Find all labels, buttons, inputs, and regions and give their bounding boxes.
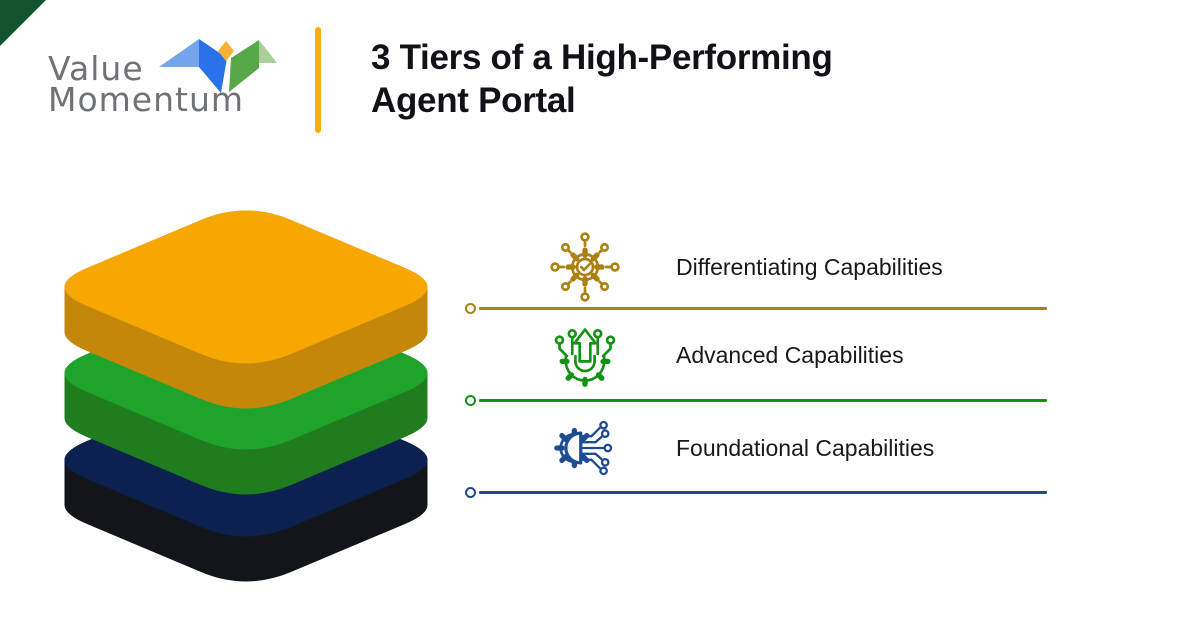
corner-accent-triangle: [0, 0, 46, 46]
tier-rule-line: [479, 399, 1047, 402]
gear-up-arrow-icon: [554, 328, 616, 387]
tier-rule-line: [479, 307, 1047, 310]
tier-rule-differentiating: [465, 303, 1047, 314]
logo-light-green-triangle: [259, 40, 277, 63]
tier-rule-ring: [465, 303, 476, 314]
tier-rule-ring: [465, 487, 476, 498]
page-title-line1: 3 Tiers of a High-Performing: [371, 38, 833, 77]
tier-rule-foundational: [465, 487, 1047, 498]
brand-wordmark: Value Momentum: [48, 49, 245, 119]
brand-wordmark-line1: Value: [48, 49, 144, 88]
tier-rule-line: [479, 491, 1047, 494]
tier-label-advanced: Advanced Capabilities: [676, 342, 904, 368]
tier-rule-advanced: [465, 395, 1047, 406]
tier-stack-illustration: [64, 210, 428, 582]
page-title-line2: Agent Portal: [371, 81, 576, 120]
tier-label-differentiating: Differentiating Capabilities: [676, 254, 943, 280]
tier-rule-ring: [465, 395, 476, 406]
page-title: 3 Tiers of a High-Performing Agent Porta…: [371, 36, 833, 122]
header-divider: [315, 27, 321, 133]
logo-green-arm: [229, 40, 259, 92]
gear-circuit-icon: [554, 420, 613, 476]
logo-light-blue-triangle: [159, 39, 199, 67]
network-gear-check-icon: [550, 232, 620, 302]
brand-wordmark-line2: Momentum: [48, 80, 245, 119]
logo-blue-arm: [199, 39, 227, 93]
tier-label-foundational: Foundational Capabilities: [676, 435, 935, 461]
logo-yellow-diamond: [218, 41, 234, 61]
brand-logo-icon: [159, 39, 277, 93]
